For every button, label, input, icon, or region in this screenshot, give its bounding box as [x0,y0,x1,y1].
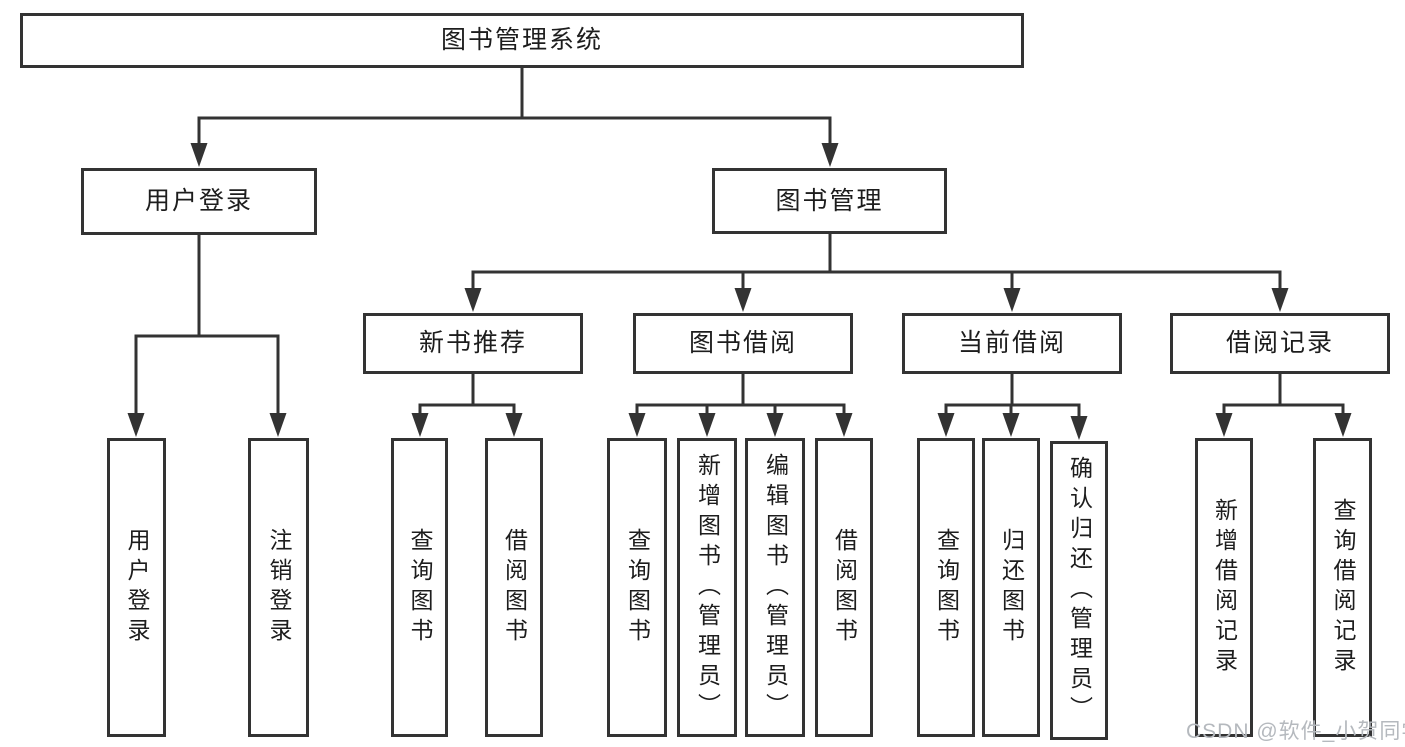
node-book-borrowing: 图书借阅 [633,313,853,374]
leaf-label-user-login: 用户登录 [124,527,150,648]
node-label-new-book-recommendation: 新书推荐 [418,329,527,357]
leaf-label-borrow-books: 借阅图书 [831,527,858,648]
leaf-label-query-books-current: 查询图书 [933,527,960,648]
leaf-label-query-borrow-record: 查询借阅记录 [1330,497,1356,678]
leaf-user-login: 用户登录 [107,438,166,737]
leaf-label-borrow-books-recommend: 借阅图书 [501,527,528,648]
leaf-edit-books-admin: 编辑图书（管理员） [745,438,805,737]
leaf-query-books-recommend: 查询图书 [391,438,448,737]
leaf-label-query-books-recommend: 查询图书 [407,527,433,648]
leaf-add-books-admin: 新增图书（管理员） [677,438,737,737]
leaf-borrow-books: 借阅图书 [815,438,873,737]
leaf-label-add-borrow-record: 新增借阅记录 [1211,497,1238,678]
leaf-borrow-books-recommend: 借阅图书 [485,438,543,737]
node-label-user-login: 用户登录 [144,187,253,215]
csdn-watermark: CSDN @软件_小贺同学 [1186,720,1405,743]
leaf-return-books: 归还图书 [982,438,1040,737]
leaf-label-confirm-return-admin: 确认归还（管理员） [1066,455,1093,726]
node-label-book-borrowing: 图书借阅 [688,329,797,357]
leaf-query-books-current: 查询图书 [917,438,975,737]
leaf-add-borrow-record: 新增借阅记录 [1195,438,1253,737]
leaf-label-edit-books-admin: 编辑图书（管理员） [762,452,789,723]
leaf-label-return-books: 归还图书 [998,527,1025,648]
node-label-book-management: 图书管理 [775,186,884,215]
leaf-query-books-borrowing: 查询图书 [607,438,667,737]
leaf-query-borrow-record: 查询借阅记录 [1313,438,1372,737]
leaf-label-logout: 注销登录 [266,527,292,648]
node-label-current-borrowing: 当前借阅 [957,329,1066,357]
node-borrowing-records: 借阅记录 [1170,313,1390,374]
node-book-management: 图书管理 [712,168,947,234]
leaf-label-query-books-borrowing: 查询图书 [624,527,651,648]
node-label-library-management-system: 图书管理系统 [440,26,603,54]
leaf-label-add-books-admin: 新增图书（管理员） [694,452,721,723]
node-label-borrowing-records: 借阅记录 [1225,329,1334,357]
node-new-book-recommendation: 新书推荐 [363,313,583,374]
node-current-borrowing: 当前借阅 [902,313,1122,374]
leaf-confirm-return-admin: 确认归还（管理员） [1050,441,1108,740]
leaf-logout: 注销登录 [248,438,309,737]
node-user-login: 用户登录 [81,168,317,235]
node-library-management-system: 图书管理系统 [20,13,1024,68]
